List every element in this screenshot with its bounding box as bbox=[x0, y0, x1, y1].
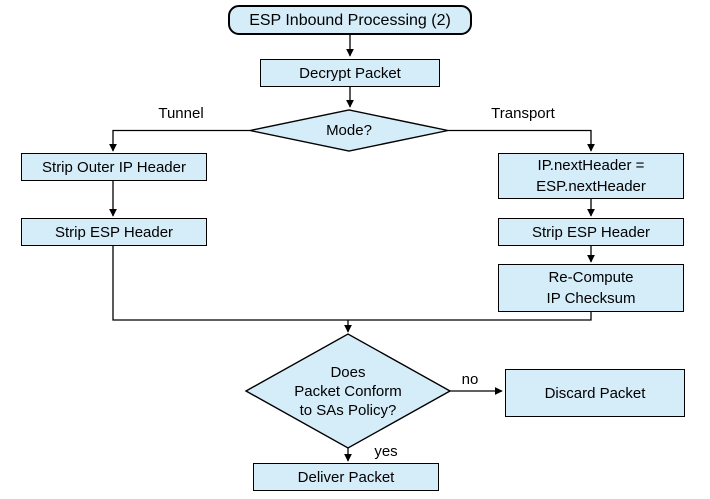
node-strip-outer-ip-header: Strip Outer IP Header bbox=[21, 153, 207, 181]
node-decrypt-packet: Decrypt Packet bbox=[260, 59, 440, 87]
node-strip-esp-header-right: Strip ESP Header bbox=[498, 218, 684, 246]
edge-right-to-merge bbox=[348, 312, 592, 321]
node-discard-packet: Discard Packet bbox=[505, 369, 685, 417]
node-ip-nextheader-assign: IP.nextHeader = ESP.nextHeader bbox=[498, 153, 684, 199]
policy-diamond-shape bbox=[244, 333, 452, 449]
edge-mode-tunnel bbox=[109, 129, 250, 152]
edge-label-transport: Transport bbox=[491, 105, 555, 122]
edge-mode-transport bbox=[448, 129, 595, 152]
node-deliver-packet: Deliver Packet bbox=[253, 463, 439, 491]
node-recompute-ip-checksum: Re-Compute IP Checksum bbox=[498, 264, 684, 312]
mode-diamond-shape bbox=[249, 109, 449, 152]
edge-label-tunnel: Tunnel bbox=[158, 105, 204, 122]
node-esp-inbound-processing: ESP Inbound Processing (2) bbox=[228, 5, 472, 35]
edge-label-yes: yes bbox=[374, 443, 398, 460]
edge-left-to-merge bbox=[112, 246, 348, 321]
node-strip-esp-header-left: Strip ESP Header bbox=[21, 218, 207, 246]
edge-label-no: no bbox=[461, 371, 479, 388]
